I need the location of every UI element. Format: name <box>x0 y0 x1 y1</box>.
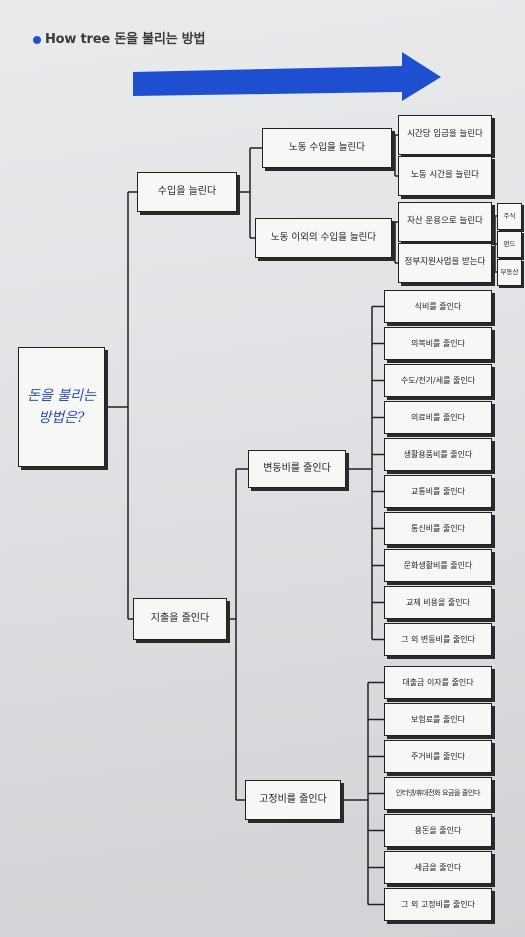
variable-cost-item: 생활용품비를 줄인다 <box>384 438 492 471</box>
root-line-2: 방법은? <box>38 410 85 426</box>
variable-cost-item: 교통비를 줄인다 <box>384 475 492 508</box>
connector-non-labor <box>392 221 398 264</box>
fixed-cost-item: 인터넷/휴대전화 요금을 줄인다 <box>384 777 492 810</box>
fixed-cost-item: 대출금 이자를 줄인다 <box>384 666 492 699</box>
variable-cost-item: 식비를 줄인다 <box>384 290 492 323</box>
labor-item-node: 노동 시간을 늘린다 <box>398 156 492 196</box>
expense-node: 지출을 줄인다 <box>133 598 227 640</box>
fixed-cost-node: 고정비를 줄인다 <box>245 780 341 820</box>
non-labor-income-node: 노동 이외의 수입을 늘린다 <box>255 218 392 258</box>
non-labor-item-node: 자산 운용으로 늘린다 <box>398 202 492 242</box>
variable-cost-node: 변동비를 줄인다 <box>248 450 346 488</box>
labor-item-node: 시간당 임금을 늘린다 <box>398 115 492 155</box>
connector-root <box>105 191 137 620</box>
title-bullet-icon <box>33 36 41 44</box>
variable-cost-item: 의복비를 줄인다 <box>384 327 492 360</box>
fixed-cost-item: 보험료를 줄인다 <box>384 703 492 736</box>
non-labor-item-node: 정부지원사업을 받는다 <box>398 243 492 283</box>
variable-cost-item: 통신비를 줄인다 <box>384 512 492 545</box>
variable-cost-item: 의료비를 줄인다 <box>384 401 492 434</box>
root-line-1: 돈을 불리는 <box>27 387 96 404</box>
asset-node: 주식 <box>497 203 522 230</box>
variable-cost-item: 수도/전기/세를 줄인다 <box>384 364 492 397</box>
connector-labor <box>392 134 398 177</box>
variable-cost-item: 교제 비용을 줄인다 <box>384 586 492 619</box>
asset-node: 부동산 <box>497 259 522 286</box>
fixed-cost-item: 주거비를 줄인다 <box>384 740 492 773</box>
connector-expense <box>227 468 248 801</box>
income-node: 수입을 늘린다 <box>137 172 237 212</box>
connector-fixed <box>341 681 384 906</box>
direction-arrow-icon <box>133 52 441 101</box>
root-question-box: 돈을 불리는 방법은? <box>18 347 105 467</box>
variable-cost-item: 문화생활비를 줄인다 <box>384 549 492 582</box>
page-title: How tree 돈을 불리는 방법 <box>45 32 206 47</box>
connector-income <box>237 147 262 239</box>
connector-assets <box>492 215 497 273</box>
fixed-cost-item: 그 외 고정비를 줄인다 <box>384 888 492 921</box>
fixed-cost-item: 용돈을 줄인다 <box>384 814 492 847</box>
labor-income-node: 노동 수입을 늘린다 <box>262 128 392 168</box>
fixed-cost-item: 세금을 줄인다 <box>384 851 492 884</box>
connector-variable <box>346 305 384 641</box>
asset-node: 펀드 <box>497 231 522 258</box>
variable-cost-item: 그 외 변동비를 줄인다 <box>384 623 492 656</box>
